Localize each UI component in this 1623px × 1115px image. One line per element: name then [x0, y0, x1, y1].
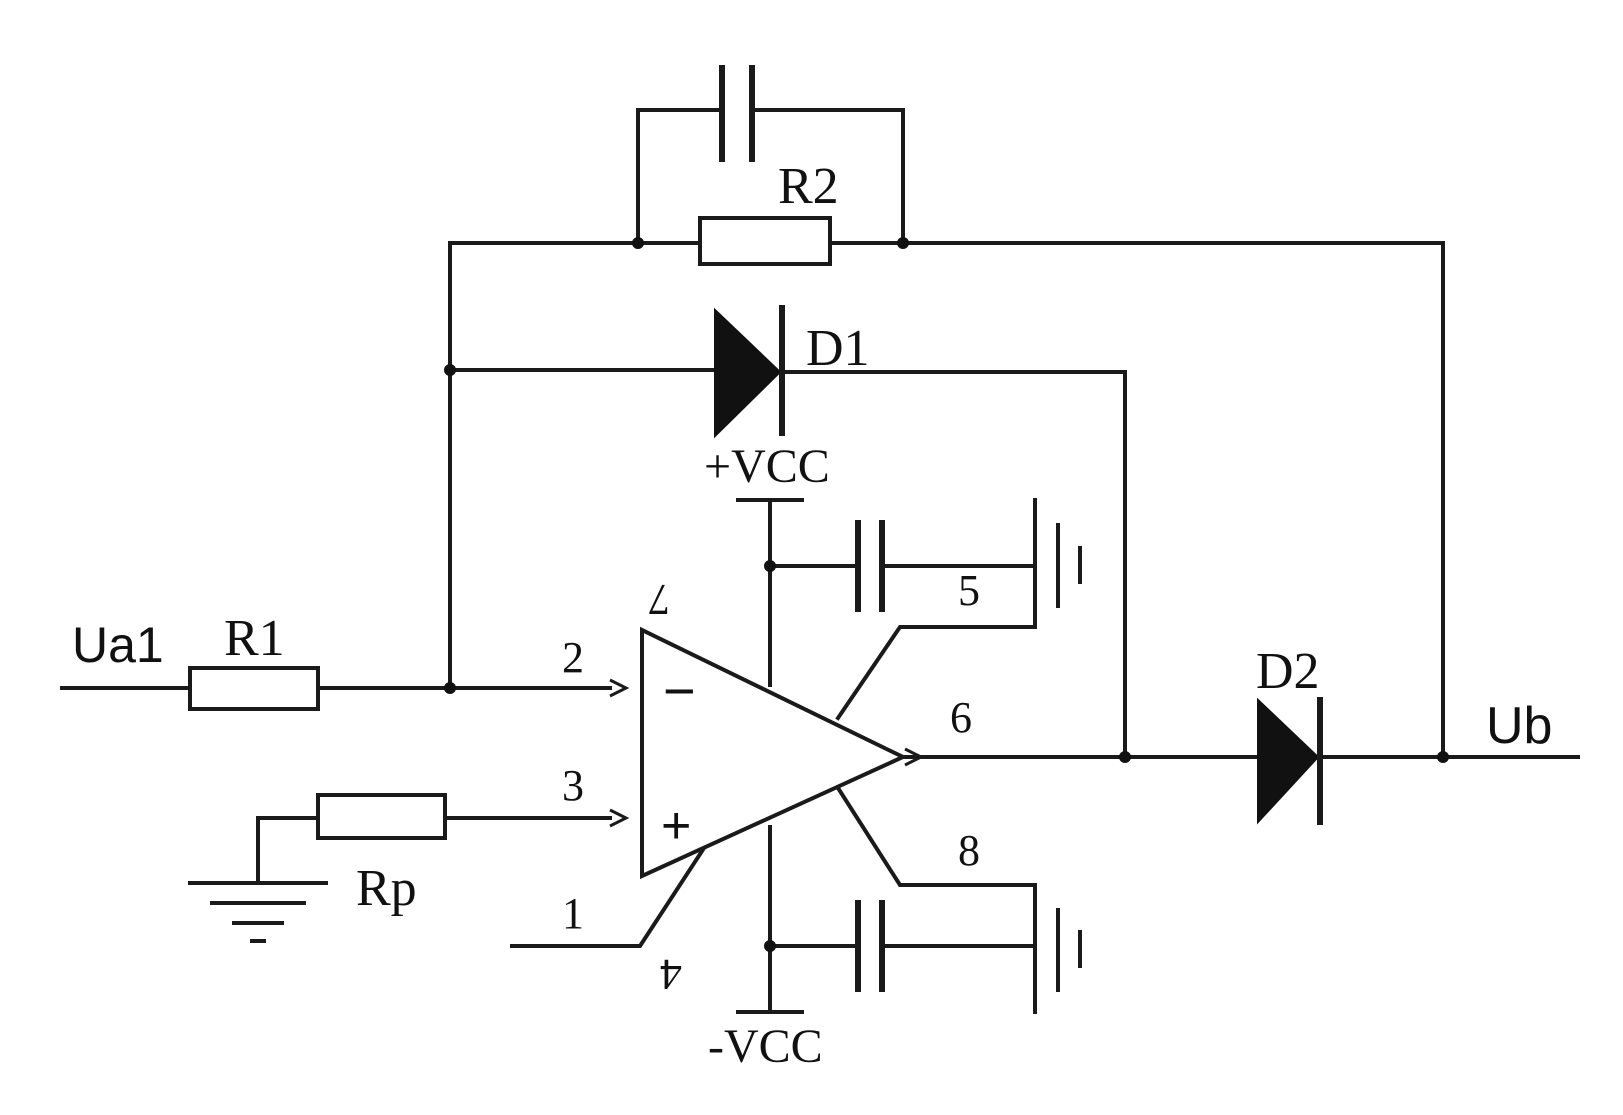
- op-amp-triangle: [640, 626, 908, 880]
- wires: [60, 108, 1580, 1014]
- diode-d1-triangle: [714, 307, 782, 439]
- resistor-r2: [698, 216, 832, 266]
- label-d2: D2: [1256, 643, 1320, 700]
- junction-dot: [632, 237, 644, 249]
- junction-dot: [1119, 751, 1131, 763]
- junction-dot: [764, 560, 776, 572]
- label-r1: R1: [224, 610, 285, 667]
- op-amp-plus-sign: +: [661, 797, 691, 855]
- resistors: [188, 216, 832, 840]
- label-input-ua1: Ua1: [72, 617, 164, 673]
- junction-dot: [897, 237, 909, 249]
- output-arrow: [904, 747, 925, 767]
- op-amp: − +: [609, 626, 925, 880]
- pin-label-7: 7: [648, 575, 670, 624]
- ground-icon: [1033, 498, 1082, 629]
- pin-label-3: 3: [562, 761, 584, 810]
- labels: Ua1 Ub R1 R2 Rp D1 D2 +VCC -VCC 2 3 1 6 …: [72, 158, 1552, 1073]
- label-vcc-neg: -VCC: [708, 1020, 823, 1073]
- inv-input-arrow: [609, 678, 630, 698]
- wire-pin5: [835, 625, 1037, 721]
- junction-dot: [444, 364, 456, 376]
- pin-label-4: 4: [660, 950, 682, 999]
- resistor-r1: [188, 666, 320, 711]
- pin-label-2: 2: [562, 633, 584, 682]
- junctions: [444, 237, 1449, 952]
- junction-dot: [1437, 751, 1449, 763]
- pin-label-6: 6: [950, 693, 972, 742]
- wire-pin1: [510, 842, 709, 948]
- pin-label-1: 1: [562, 889, 584, 938]
- label-rp: Rp: [356, 860, 417, 917]
- label-d1: D1: [806, 320, 870, 377]
- capacitors: [719, 65, 885, 992]
- diode-d2-triangle: [1257, 697, 1320, 825]
- label-vcc-pos: +VCC: [704, 440, 830, 493]
- junction-dot: [764, 940, 776, 952]
- non-inv-input-arrow: [609, 808, 630, 828]
- pin-label-8: 8: [958, 826, 980, 875]
- ground-icon: [188, 881, 328, 943]
- junction-dot: [444, 682, 456, 694]
- op-amp-minus-sign: −: [663, 659, 696, 722]
- pin-label-5: 5: [958, 566, 980, 615]
- ground-icon: [1033, 883, 1082, 1014]
- diodes: [714, 305, 1323, 825]
- wire-rp-ground: [256, 816, 320, 885]
- label-r2: R2: [778, 158, 839, 215]
- wire-pin8: [835, 785, 1037, 1014]
- grounds: [188, 498, 1082, 1014]
- label-output-ub: Ub: [1486, 697, 1552, 755]
- resistor-rp: [316, 793, 447, 840]
